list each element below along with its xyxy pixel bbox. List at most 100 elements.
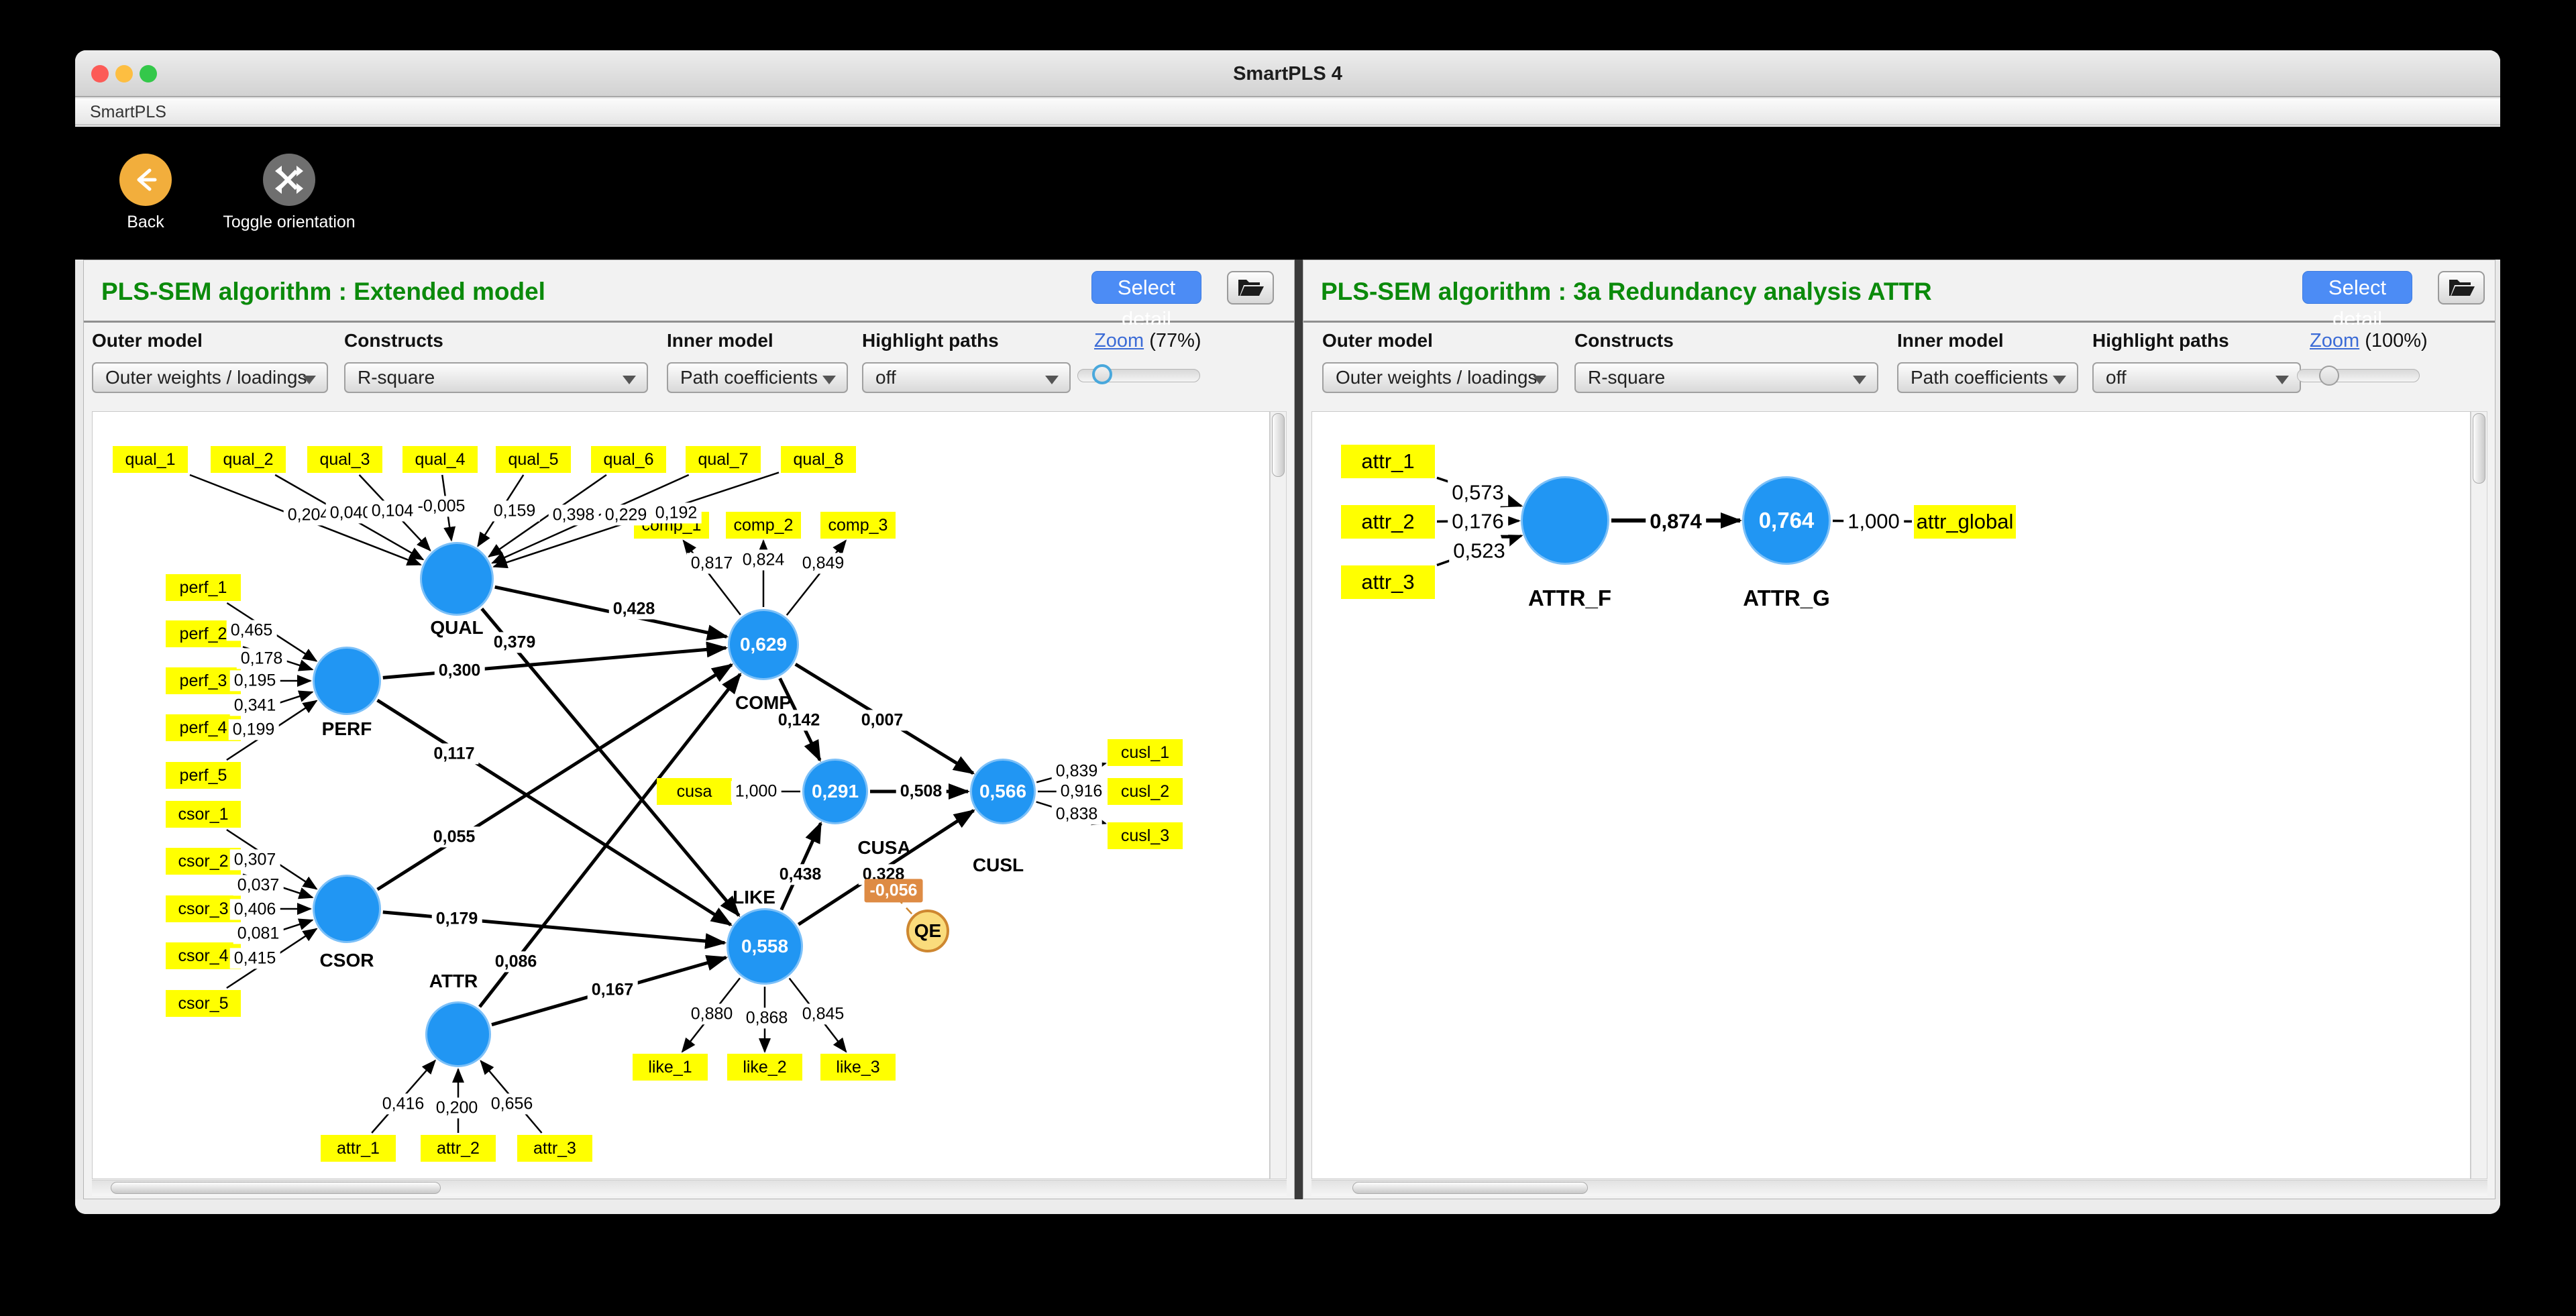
coefficient-csor_1-CSOR: 0,307: [229, 849, 280, 871]
zoom-slider[interactable]: [1077, 364, 1200, 384]
indicator-attr_1[interactable]: attr_1: [321, 1135, 396, 1162]
indicator-perf_1[interactable]: perf_1: [166, 574, 241, 601]
indicator-qual_5[interactable]: qual_5: [496, 446, 571, 473]
indicator-perf_3[interactable]: perf_3: [166, 667, 241, 694]
construct-LIKE[interactable]: 0,558: [727, 908, 803, 985]
indicator-cusl_3[interactable]: cusl_3: [1108, 822, 1183, 849]
construct-COMP[interactable]: 0,629: [728, 609, 799, 680]
construct-ATTR[interactable]: [425, 1001, 491, 1067]
inner-model-label: Inner model: [1897, 330, 2004, 351]
horizontal-scrollbar-thumb[interactable]: [111, 1182, 441, 1194]
coefficient-ATTR_F-ATTR_G: 0,874: [1646, 508, 1706, 535]
indicator-attr_global[interactable]: attr_global: [1914, 505, 2016, 539]
indicator-qual_2[interactable]: qual_2: [211, 446, 286, 473]
coefficient-QUAL-LIKE: 0,379: [489, 632, 540, 653]
indicator-csor_1[interactable]: csor_1: [166, 801, 241, 828]
open-folder-icon: [1238, 280, 1264, 296]
indicator-cusa[interactable]: cusa: [657, 778, 732, 805]
zoom-slider-thumb[interactable]: [1092, 364, 1112, 384]
coefficient-qual_8-QUAL: 0,192: [651, 502, 702, 524]
indicator-csor_2[interactable]: csor_2: [166, 848, 241, 875]
vertical-scrollbar[interactable]: [1270, 411, 1287, 1179]
coefficient-LIKE-like_2: 0,868: [741, 1007, 792, 1029]
minimize-traffic-light[interactable]: [115, 65, 133, 83]
coefficient-attr_2-ATTR: 0,200: [431, 1097, 482, 1119]
construct-ATTR_F[interactable]: [1521, 476, 1609, 565]
horizontal-scrollbar[interactable]: [92, 1180, 1287, 1196]
zoom-link[interactable]: Zoom: [1094, 330, 1144, 351]
indicator-qual_3[interactable]: qual_3: [307, 446, 382, 473]
construct-QUAL[interactable]: [420, 542, 494, 616]
indicator-qual_4[interactable]: qual_4: [402, 446, 478, 473]
highlight-paths-dropdown[interactable]: off: [862, 362, 1071, 393]
indicator-attr_2[interactable]: attr_2: [421, 1135, 496, 1162]
coefficient-qual_5-QUAL: 0,159: [489, 500, 540, 522]
zoom-link[interactable]: Zoom: [2310, 330, 2360, 351]
indicator-attr_3[interactable]: attr_3: [517, 1135, 592, 1162]
indicator-like_1[interactable]: like_1: [633, 1054, 708, 1081]
select-detail-button[interactable]: Select detail: [2302, 271, 2412, 331]
vertical-scrollbar-thumb[interactable]: [1272, 413, 1285, 477]
indicator-cusl_1[interactable]: cusl_1: [1108, 739, 1183, 766]
construct-CUSA[interactable]: 0,291: [802, 759, 868, 824]
coefficient-qual_4-QUAL: -0,005: [413, 496, 470, 517]
indicator-qual_8[interactable]: qual_8: [781, 446, 856, 473]
indicator-attr_2[interactable]: attr_2: [1341, 505, 1435, 539]
select-detail-button[interactable]: Select detail: [1091, 271, 1201, 331]
highlight-paths-label: Highlight paths: [2092, 330, 2229, 351]
menu-smartpls[interactable]: SmartPLS: [90, 103, 166, 121]
open-report-button[interactable]: [2438, 271, 2485, 305]
indicator-perf_5[interactable]: perf_5: [166, 762, 241, 789]
construct-QE[interactable]: QE: [906, 910, 949, 952]
zoom-slider[interactable]: [2297, 366, 2420, 386]
zoom-traffic-light[interactable]: [140, 65, 157, 83]
indicator-csor_4[interactable]: csor_4: [166, 942, 241, 969]
chevron-down-icon: [2275, 376, 2289, 384]
outer-model-dropdown[interactable]: Outer weights / loadings: [92, 362, 328, 393]
indicator-csor_5[interactable]: csor_5: [166, 990, 241, 1017]
zoom-slider-thumb[interactable]: [2319, 366, 2339, 386]
horizontal-scrollbar[interactable]: [1311, 1180, 2487, 1196]
indicator-perf_4[interactable]: perf_4: [166, 714, 241, 741]
construct-CSOR[interactable]: [313, 875, 381, 943]
toggle-orientation-button[interactable]: [263, 154, 315, 206]
indicator-qual_6[interactable]: qual_6: [591, 446, 666, 473]
indicator-attr_1[interactable]: attr_1: [1341, 445, 1435, 478]
indicator-qual_1[interactable]: qual_1: [113, 446, 188, 473]
inner-model-dropdown[interactable]: Path coefficients: [1897, 362, 2078, 393]
horizontal-scrollbar-thumb[interactable]: [1352, 1182, 1588, 1194]
indicator-like_3[interactable]: like_3: [820, 1054, 896, 1081]
coefficient-COMP-CUSL: 0,007: [857, 710, 908, 731]
close-traffic-light[interactable]: [91, 65, 109, 83]
open-report-button[interactable]: [1227, 271, 1274, 305]
construct-CUSL[interactable]: 0,566: [970, 759, 1036, 824]
highlight-paths-dropdown[interactable]: off: [2092, 362, 2301, 393]
coefficient-cusa-CUSA: 1,000: [731, 781, 782, 802]
constructs-dropdown[interactable]: R-square: [1574, 362, 1878, 393]
coefficient-CUSA-CUSL: 0,508: [896, 781, 947, 802]
vertical-scrollbar[interactable]: [2471, 411, 2487, 1179]
coefficient-ATTR_G-attr_global: 1,000: [1843, 508, 1904, 535]
inner-model-dropdown[interactable]: Path coefficients: [667, 362, 848, 393]
indicator-qual_7[interactable]: qual_7: [686, 446, 761, 473]
panel-split-divider[interactable]: [1295, 260, 1303, 1214]
indicator-csor_3[interactable]: csor_3: [166, 895, 241, 922]
constructs-dropdown[interactable]: R-square: [344, 362, 648, 393]
construct-PERF[interactable]: [313, 647, 381, 715]
indicator-attr_3[interactable]: attr_3: [1341, 565, 1435, 599]
indicator-like_2[interactable]: like_2: [727, 1054, 802, 1081]
outer-model-dropdown[interactable]: Outer weights / loadings: [1322, 362, 1558, 393]
indicator-comp_3[interactable]: comp_3: [820, 512, 896, 539]
indicator-comp_2[interactable]: comp_2: [726, 512, 801, 539]
path-PERF-LIKE: [376, 698, 733, 926]
coefficient-qual_6-QUAL: 0,398: [548, 504, 599, 526]
indicator-cusl_2[interactable]: cusl_2: [1108, 778, 1183, 805]
view-controls: Outer model Outer weights / loadings Con…: [1303, 325, 2495, 413]
vertical-scrollbar-thumb[interactable]: [2473, 413, 2485, 484]
constructs-label: Constructs: [1574, 330, 1674, 351]
back-button[interactable]: [119, 154, 172, 206]
construct-label-CUSL: CUSL: [972, 855, 1024, 875]
construct-ATTR_G[interactable]: 0,764: [1742, 476, 1831, 565]
